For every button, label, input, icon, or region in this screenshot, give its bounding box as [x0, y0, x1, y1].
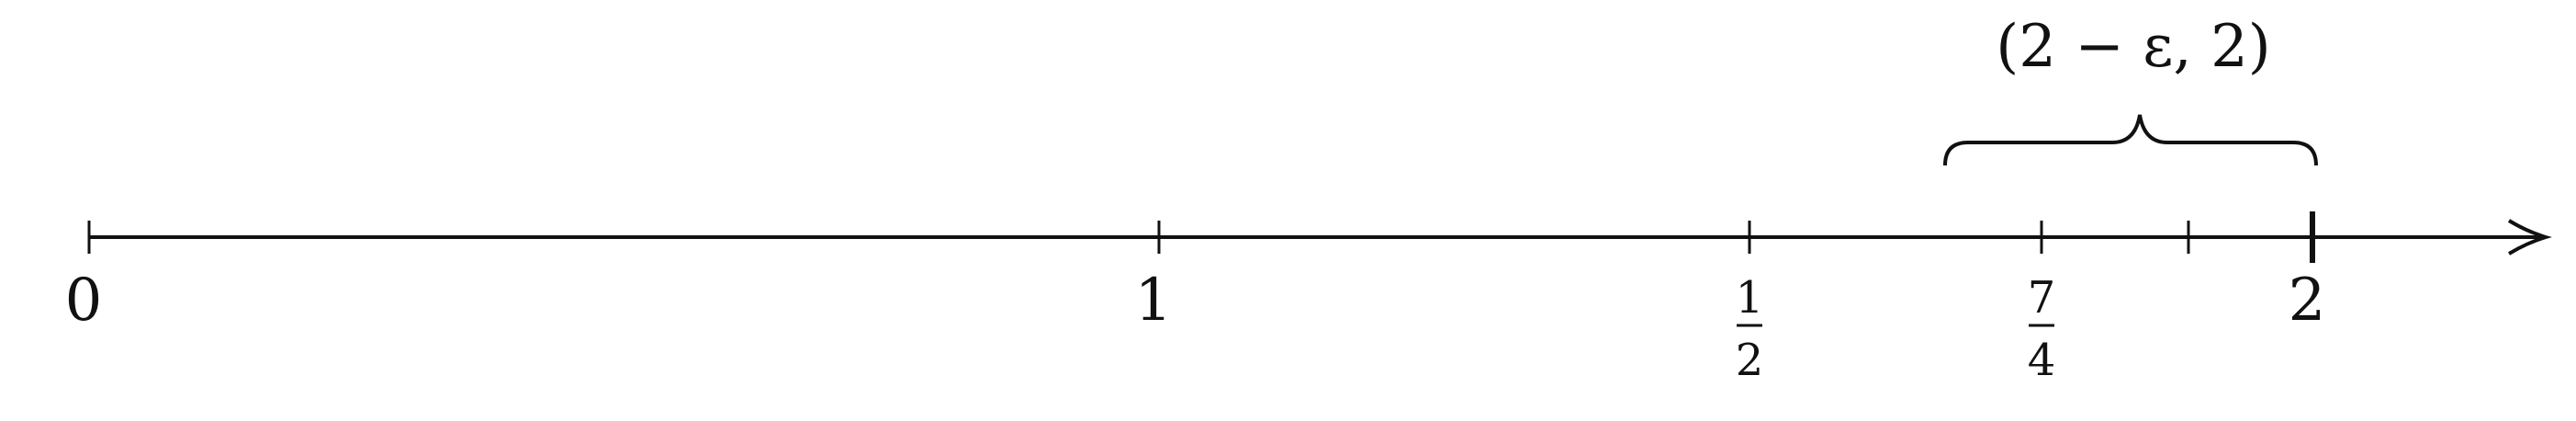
tick-label: 0 — [65, 267, 103, 335]
tick-label-numerator: 7 — [2028, 272, 2056, 324]
tick-label: 1 — [1135, 267, 1173, 335]
tick-label: 2 — [2289, 267, 2326, 335]
tick-label-numerator: 1 — [1736, 272, 1764, 324]
arrow-head-icon — [2507, 219, 2552, 256]
tick-group: 0 1 1 2 7 4 2 — [65, 211, 2326, 386]
tick-label-denominator: 4 — [2028, 335, 2056, 386]
interval-brace — [1943, 114, 2318, 166]
tick-label-denominator: 2 — [1736, 335, 1764, 386]
interval-label: (2 − ε, 2) — [1996, 13, 2271, 81]
